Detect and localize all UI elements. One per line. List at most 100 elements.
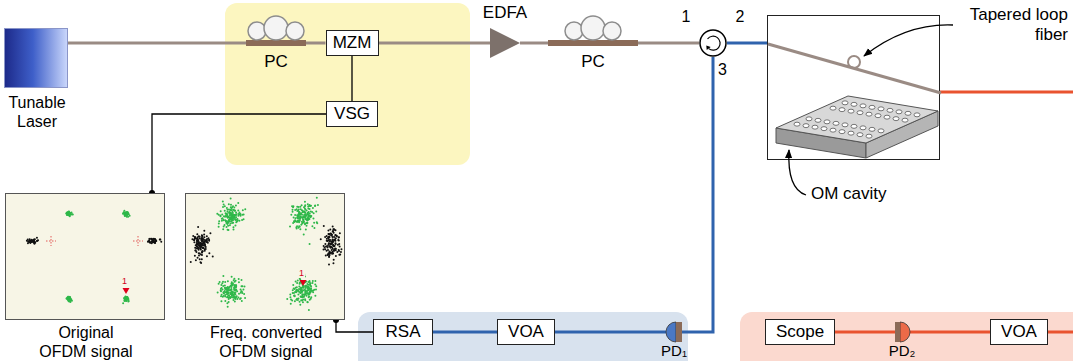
constellation-point xyxy=(238,278,240,280)
constellation-point xyxy=(218,220,220,222)
constellation-point xyxy=(328,243,330,245)
constellation-point xyxy=(224,285,226,287)
constellation-point xyxy=(240,279,242,281)
constellation-point xyxy=(334,239,336,241)
constellation-point xyxy=(235,286,237,288)
component-label: PD₂ xyxy=(886,343,918,358)
constellation-point xyxy=(323,245,325,247)
controller-bar xyxy=(246,40,306,46)
fiber-loop xyxy=(248,22,266,40)
fiber-connector xyxy=(555,331,666,334)
constellation-point xyxy=(226,293,228,295)
constellation-point xyxy=(305,228,307,230)
crystal-hole xyxy=(902,118,908,122)
constellation-point xyxy=(241,214,243,216)
constellation-point xyxy=(227,225,229,227)
constellation-point xyxy=(234,301,236,303)
constellation-point xyxy=(231,276,233,278)
shape-graphic xyxy=(895,322,910,342)
constellation-point xyxy=(296,282,298,284)
constellation-point xyxy=(286,298,288,300)
crystal-hole xyxy=(860,104,866,108)
constellation-point xyxy=(294,294,296,296)
constellation-point xyxy=(72,213,74,215)
constellation-point xyxy=(297,289,299,291)
constellation-point xyxy=(338,254,340,256)
constellation-point xyxy=(235,221,237,223)
component-label: PC xyxy=(246,52,306,72)
crystal-hole xyxy=(851,102,857,106)
constellation-point xyxy=(31,241,33,243)
constellation-point xyxy=(312,291,314,293)
constellation-point xyxy=(336,251,338,253)
fiber-connector xyxy=(638,42,699,45)
constellation-point xyxy=(154,242,156,244)
constellation-point xyxy=(309,216,311,218)
constellation-point xyxy=(307,301,309,303)
constellation-point xyxy=(231,294,233,296)
constellation-point xyxy=(27,238,29,240)
constellation-point xyxy=(297,219,299,221)
port-number: 3 xyxy=(718,60,732,79)
constellation-point xyxy=(192,235,194,237)
constellation-point xyxy=(194,255,196,257)
constellation-point xyxy=(240,297,242,299)
constellation-point xyxy=(306,209,308,211)
constellation-point xyxy=(320,238,322,240)
constellation-point xyxy=(230,207,232,209)
constellation-point xyxy=(293,288,295,290)
leader-arrow xyxy=(864,25,953,56)
constellation-point xyxy=(339,232,341,234)
constellation-point xyxy=(335,255,337,257)
constellation-point xyxy=(231,209,233,211)
constellation-point xyxy=(328,255,330,257)
constellation-point xyxy=(238,281,240,283)
text-holder: OM cavity xyxy=(811,184,911,204)
constellation-point xyxy=(231,281,233,283)
amplifier-symbol: EDFA xyxy=(490,28,520,58)
constellation-point xyxy=(302,287,304,289)
constellation-point xyxy=(306,286,308,288)
fiber-connector xyxy=(351,56,352,101)
constellation-point xyxy=(125,211,127,213)
constellation-point xyxy=(206,235,208,237)
crystal-hole xyxy=(830,106,836,110)
constellation-point xyxy=(299,206,301,208)
constellation-point xyxy=(222,206,224,208)
constellation-point xyxy=(304,214,306,216)
constellation-point xyxy=(317,204,319,206)
constellation-point xyxy=(222,285,224,287)
instrument-box: VSG xyxy=(326,101,378,127)
constellation-point xyxy=(297,215,299,217)
constellation-point xyxy=(201,234,203,236)
constellation-point xyxy=(197,257,199,259)
constellation-point xyxy=(333,250,335,252)
constellation-point xyxy=(36,240,38,242)
crystal-hole xyxy=(842,101,848,105)
box-label: VOA xyxy=(508,323,544,342)
constellation-point xyxy=(218,226,220,228)
constellation-point xyxy=(197,236,199,238)
instrument-box: VOA xyxy=(990,319,1048,345)
constellation-point xyxy=(311,225,313,227)
constellation-point xyxy=(328,263,330,265)
amplifier-triangle xyxy=(490,28,520,58)
constellation-point xyxy=(308,205,310,207)
constellation-point xyxy=(296,221,298,223)
constellation-point xyxy=(303,206,305,208)
fiber-connector xyxy=(433,331,497,334)
constellation-point xyxy=(299,228,301,230)
constellation-point xyxy=(67,213,69,215)
constellation-point xyxy=(333,236,335,238)
constellation-point xyxy=(328,236,330,238)
constellation-point xyxy=(203,233,205,235)
constellation-point xyxy=(300,290,302,292)
constellation-point xyxy=(208,239,210,241)
constellation-point xyxy=(200,238,202,240)
constellation-point xyxy=(303,289,305,291)
constellation-point xyxy=(312,207,314,209)
constellation-point xyxy=(290,214,292,216)
constellation-point xyxy=(237,215,239,217)
constellation-point xyxy=(299,304,301,306)
constellation-point xyxy=(159,239,161,241)
